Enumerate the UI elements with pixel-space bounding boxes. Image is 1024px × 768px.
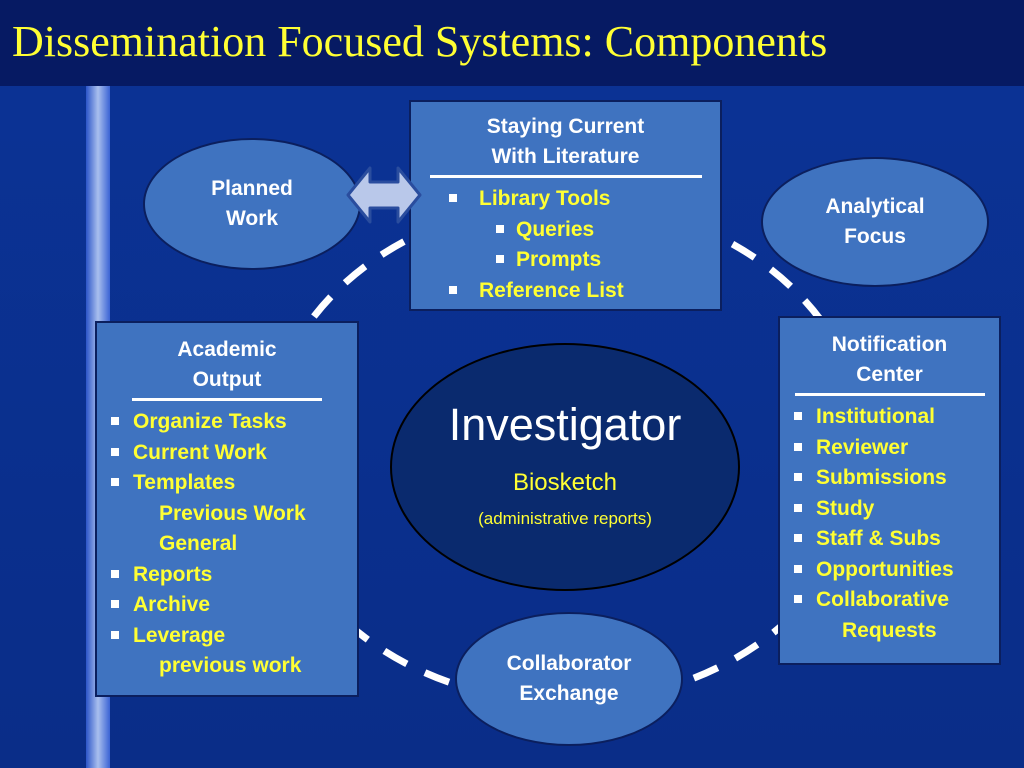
notification-center-box: Notification Center Institutional Review… xyxy=(778,316,1001,665)
academic-output-box: Academic Output Organize Tasks Current W… xyxy=(95,321,359,697)
list-item: previous work xyxy=(159,654,302,677)
slide-title: Dissemination Focused Systems: Component… xyxy=(12,17,828,66)
list-item: Prompts xyxy=(496,245,720,276)
list-item: Archive xyxy=(111,590,357,621)
notification-center-heading-line-1: Notification xyxy=(831,333,948,356)
academic-output-list: Organize Tasks Current Work Templates Pr… xyxy=(97,407,357,682)
list-item: Reference List xyxy=(449,276,720,307)
heading-divider xyxy=(794,393,985,396)
planned-work-label: Planned Work xyxy=(211,177,293,230)
list-item: Requests xyxy=(842,618,937,642)
list-item: Study xyxy=(794,494,999,525)
collaborator-exchange-label: Collaborator Exchange xyxy=(506,652,632,705)
list-item: Institutional xyxy=(794,402,999,433)
heading-divider xyxy=(429,175,702,178)
staying-current-list: Library Tools Queries Prompts Reference … xyxy=(411,184,720,306)
list-item: Templates xyxy=(111,468,357,499)
collaborator-exchange-oval: Collaborator Exchange xyxy=(455,612,683,746)
list-item: Opportunities xyxy=(794,555,999,586)
double-arrow-icon xyxy=(346,166,422,224)
list-item: Reports xyxy=(111,560,357,591)
administrative-reports-note: (administrative reports) xyxy=(478,509,652,528)
list-item: Previous Work xyxy=(159,501,306,525)
biosketch-label: Biosketch xyxy=(512,469,618,496)
title-bar: Dissemination Focused Systems: Component… xyxy=(0,0,1024,86)
analytical-focus-oval: Analytical Focus xyxy=(761,157,989,287)
list-item: Submissions xyxy=(794,463,999,494)
staying-current-heading-line-2: With Literature xyxy=(491,145,640,168)
list-item: Current Work xyxy=(111,438,357,469)
planned-work-oval: Planned Work xyxy=(143,138,361,270)
heading-divider xyxy=(132,398,322,401)
list-item: Leverage xyxy=(111,621,357,652)
list-item: Library Tools xyxy=(449,184,720,215)
list-item: Queries xyxy=(496,215,720,246)
list-item: Organize Tasks xyxy=(111,407,357,438)
academic-output-heading-line-2: Output xyxy=(192,368,262,391)
analytical-focus-label: Analytical Focus xyxy=(825,195,925,248)
list-item: Collaborative xyxy=(794,585,999,616)
notification-center-list: Institutional Reviewer Submissions Study… xyxy=(780,402,999,646)
investigator-center: Investigator Biosketch (administrative r… xyxy=(390,343,740,591)
list-item: Reviewer xyxy=(794,433,999,464)
academic-output-heading-line-1: Academic xyxy=(177,338,277,361)
staying-current-box: Staying Current With Literature Library … xyxy=(409,100,722,311)
staying-current-heading-line-1: Staying Current xyxy=(486,115,645,138)
list-item: Staff & Subs xyxy=(794,524,999,555)
list-item: General xyxy=(159,532,238,555)
notification-center-heading-line-2: Center xyxy=(856,363,923,386)
investigator-title: Investigator xyxy=(448,399,682,450)
